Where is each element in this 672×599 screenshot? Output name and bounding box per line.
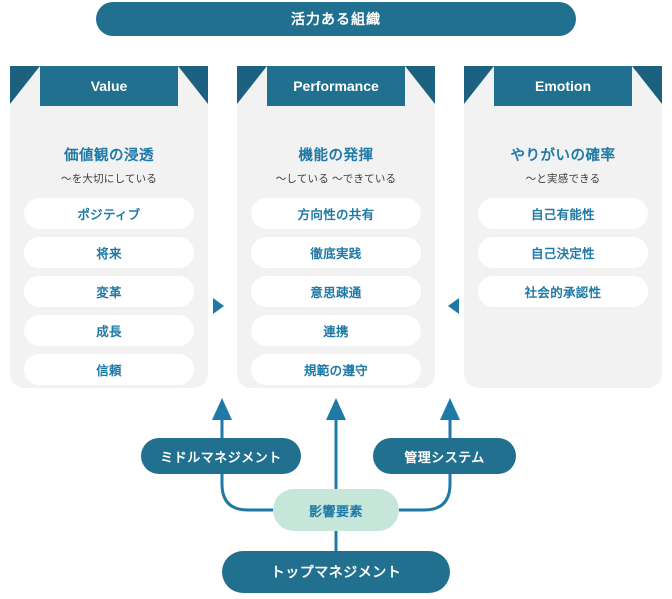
list-item[interactable]: 自己決定性 (478, 237, 648, 268)
pillar-heading-value: 価値観の浸透 〜を大切にしている (10, 144, 208, 186)
management-system-node[interactable]: 管理システム (373, 438, 516, 474)
list-item[interactable]: 社会的承認性 (478, 276, 648, 307)
page-title-banner: 活力ある組織 (96, 2, 576, 36)
pillar-items-value: ポジティブ 将来 変革 成長 信頼 (24, 198, 194, 385)
middle-management-node[interactable]: ミドルマネジメント (141, 438, 301, 474)
list-item[interactable]: 将来 (24, 237, 194, 268)
pillar-items-emotion: 自己有能性 自己決定性 社会的承認性 (478, 198, 648, 307)
pillar-heading-emotion: やりがいの確率 〜と実感できる (464, 144, 662, 186)
list-item[interactable]: 信頼 (24, 354, 194, 385)
pillar-heading-performance: 機能の発揮 〜している 〜できている (237, 144, 435, 186)
pillar-subtitle-emotion: 〜と実感できる (525, 173, 601, 185)
pillar-card-emotion: やりがいの確率 〜と実感できる 自己有能性 自己決定性 社会的承認性 (464, 90, 662, 388)
list-item[interactable]: 規範の遵守 (251, 354, 421, 385)
pillar-subtitle-performance: 〜している 〜できている (275, 173, 397, 185)
middle-management-label: ミドルマネジメント (160, 449, 282, 465)
influence-factor-node[interactable]: 影響要素 (273, 489, 399, 531)
influence-section: ミドルマネジメント 管理システム 影響要素 トップマネジメント (0, 388, 672, 599)
list-item[interactable]: 方向性の共有 (251, 198, 421, 229)
management-system-label: 管理システム (404, 449, 485, 465)
list-item[interactable]: 変革 (24, 276, 194, 307)
list-item[interactable]: 意思疎通 (251, 276, 421, 307)
pillar-title-value: 価値観の浸透 (64, 148, 154, 164)
list-item[interactable]: 徹底実践 (251, 237, 421, 268)
arrow-left-icon (448, 298, 459, 314)
pillar-card-performance: 機能の発揮 〜している 〜できている 方向性の共有 徹底実践 意思疎通 連携 規… (237, 90, 435, 388)
pillars-section: 価値観の浸透 〜を大切にしている ポジティブ 将来 変革 成長 信頼 機能の発揮… (0, 66, 672, 388)
list-item[interactable]: 自己有能性 (478, 198, 648, 229)
top-management-label: トップマネジメント (270, 564, 402, 580)
pillar-card-value: 価値観の浸透 〜を大切にしている ポジティブ 将来 変革 成長 信頼 (10, 90, 208, 388)
list-item[interactable]: ポジティブ (24, 198, 194, 229)
pillar-title-emotion: やりがいの確率 (510, 148, 616, 164)
pillar-title-performance: 機能の発揮 (298, 148, 374, 164)
list-item[interactable]: 連携 (251, 315, 421, 346)
arrow-right-icon (213, 298, 224, 314)
page-title: 活力ある組織 (291, 11, 381, 27)
influence-factor-label: 影響要素 (308, 503, 363, 519)
top-management-node[interactable]: トップマネジメント (222, 551, 450, 593)
pillar-subtitle-value: 〜を大切にしている (61, 173, 157, 185)
list-item[interactable]: 成長 (24, 315, 194, 346)
pillar-items-performance: 方向性の共有 徹底実践 意思疎通 連携 規範の遵守 (251, 198, 421, 385)
